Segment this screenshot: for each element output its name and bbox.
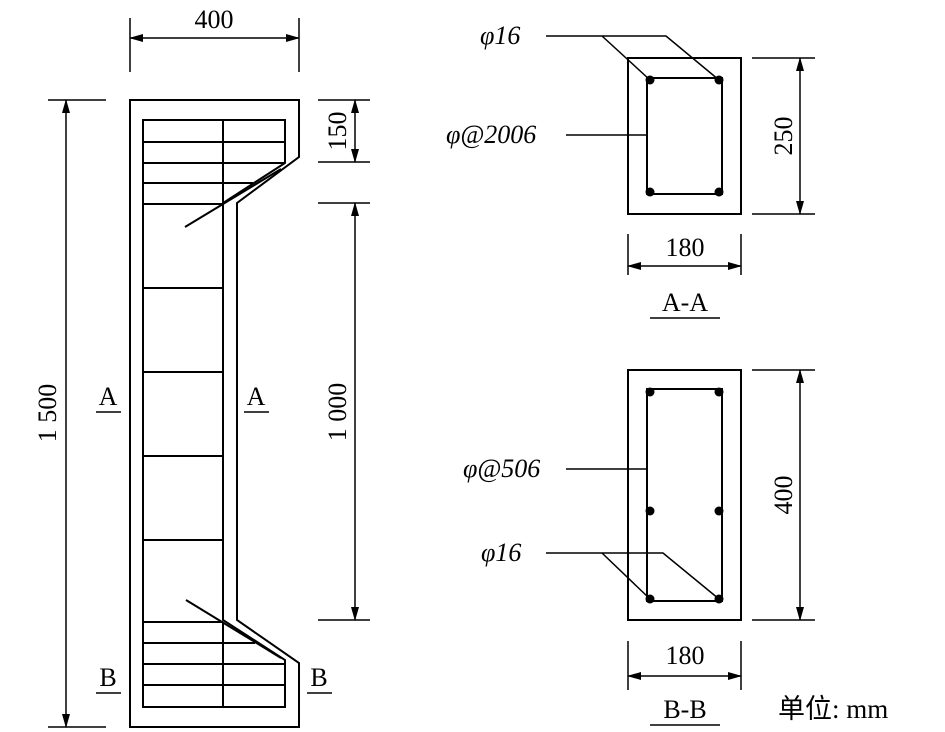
bb-stirrup-label: φ@506 xyxy=(463,454,540,483)
dim-150-text: 150 xyxy=(323,112,352,151)
dim-middle-1000: 1 000 xyxy=(318,202,370,621)
middle-stirrups xyxy=(143,287,223,541)
bottom-dense-stirrups xyxy=(143,621,285,707)
aa-dim-250-text: 250 xyxy=(769,117,798,156)
dim-width-400: 400 xyxy=(129,5,300,72)
section-aa-concrete xyxy=(627,57,742,215)
section-bb-title: B-B xyxy=(663,695,706,724)
unit-label: 单位: mm xyxy=(778,694,888,724)
rebar-dot xyxy=(714,187,724,197)
dim-top-150: 150 xyxy=(318,99,370,163)
bb-dim-400-text: 400 xyxy=(769,476,798,515)
dim-1000-text: 1 000 xyxy=(323,383,352,442)
rebar-dot xyxy=(714,387,724,397)
section-b-right-label: B xyxy=(310,663,327,692)
rebar-dot xyxy=(645,506,655,516)
dim-width-text: 400 xyxy=(195,5,234,34)
section-bb-view: φ@506 φ16 400 180 B-B xyxy=(463,369,815,726)
top-dense-stirrups xyxy=(143,120,285,205)
bb-main-bar-label: φ16 xyxy=(481,538,521,567)
bb-main-bar-leader xyxy=(546,552,720,600)
section-a-right-label: A xyxy=(247,382,266,411)
section-marker-b: B B xyxy=(96,663,332,694)
aa-stirrup-label: φ@2006 xyxy=(446,120,536,149)
elevation-view: 400 1 500 150 1 000 A A xyxy=(33,5,370,728)
section-marker-a: A A xyxy=(96,382,269,413)
section-aa-stirrup xyxy=(646,77,723,195)
aa-main-bar-label: φ16 xyxy=(480,21,520,50)
bb-dim-180-text: 180 xyxy=(666,641,705,670)
section-bb-concrete xyxy=(627,369,742,621)
elevation-outline xyxy=(129,99,300,728)
section-bb-stirrup xyxy=(646,388,723,602)
section-b-left-label: B xyxy=(99,663,116,692)
bottom-bent-bar xyxy=(185,599,282,659)
section-aa-title: A-A xyxy=(662,288,708,317)
rebar-dot xyxy=(645,387,655,397)
dim-height-1500: 1 500 xyxy=(33,99,106,728)
dim-height-text: 1 500 xyxy=(33,384,62,443)
section-aa-view: φ16 φ@2006 250 180 A-A xyxy=(446,21,815,319)
top-bent-bar xyxy=(184,168,282,228)
rebar-dot xyxy=(645,187,655,197)
aa-dim-180-text: 180 xyxy=(666,233,705,262)
rebar-dot xyxy=(714,506,724,516)
rebar-cage-outline xyxy=(142,119,286,708)
aa-main-bar-leader xyxy=(546,35,720,81)
section-a-left-label: A xyxy=(99,382,118,411)
